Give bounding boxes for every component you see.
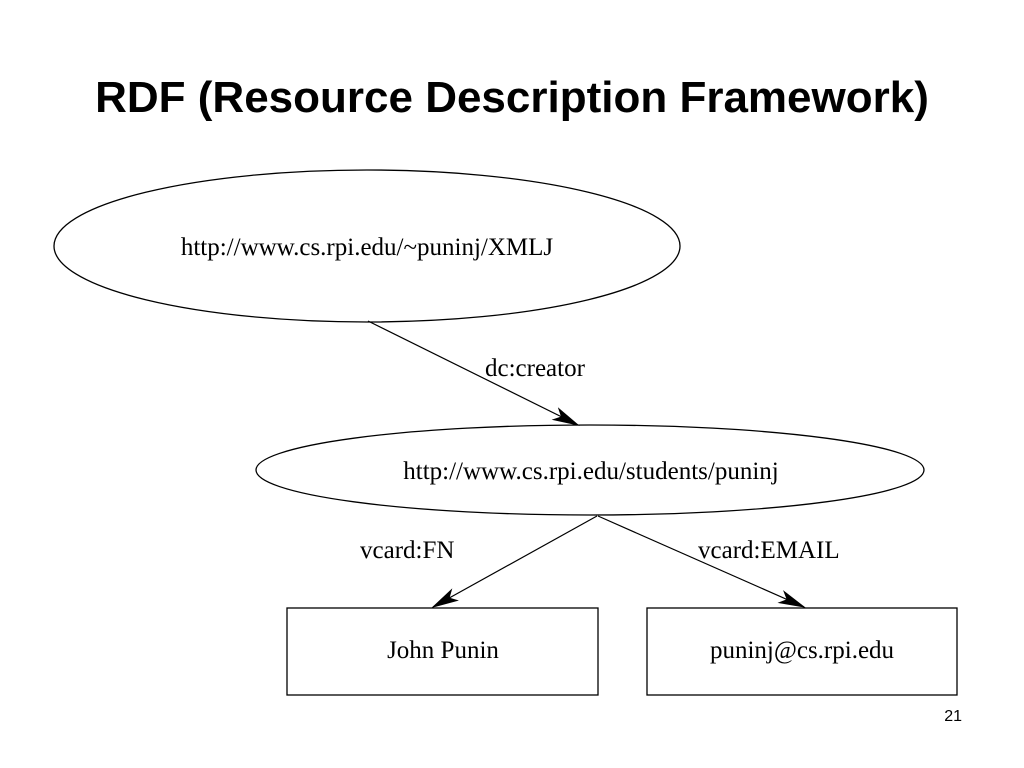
node-email-label: puninj@cs.rpi.edu (710, 637, 895, 664)
edge-vcard-fn-arrow (431, 515, 598, 608)
node-resource-label: http://www.cs.rpi.edu/~puninj/XMLJ (181, 234, 554, 261)
edge-dc-creator-label: dc:creator (485, 355, 586, 382)
slide-title: RDF (Resource Description Framework) (95, 73, 929, 122)
edge-vcard-fn: vcard:FN (360, 515, 598, 608)
node-email: puninj@cs.rpi.edu (646, 607, 958, 696)
edge-vcard-email-label: vcard:EMAIL (698, 537, 840, 564)
node-name-box (286, 607, 599, 696)
edge-dc-creator-arrow (367, 320, 580, 426)
node-creator-label: http://www.cs.rpi.edu/students/puninj (403, 458, 778, 485)
node-name: John Punin (286, 607, 599, 696)
page-number: 21 (944, 708, 962, 725)
node-name-label: John Punin (387, 637, 499, 664)
node-email-box (646, 607, 958, 696)
edge-dc-creator: dc:creator (367, 320, 586, 426)
edge-vcard-email: vcard:EMAIL (597, 515, 840, 608)
node-resource-ellipse (53, 169, 681, 323)
node-creator: http://www.cs.rpi.edu/students/puninj (255, 424, 925, 516)
edge-vcard-fn-label: vcard:FN (360, 537, 454, 564)
node-creator-ellipse (255, 424, 925, 516)
node-resource: http://www.cs.rpi.edu/~puninj/XMLJ (53, 169, 681, 323)
edge-vcard-email-arrow (597, 515, 806, 608)
